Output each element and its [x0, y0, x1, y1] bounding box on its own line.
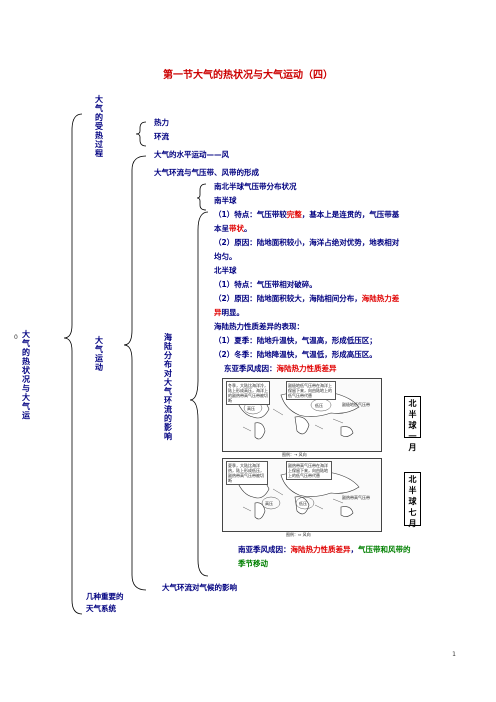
jul-note-1: 夏季，大陆比海洋热，陆上形成低压，副热带高气压带被切断 [226, 461, 268, 485]
winter-effect: （2）冬季：陆地降温快，气温低，形成高压区。 [214, 350, 377, 359]
root-topic: 大气的热状况与大气运 [22, 330, 30, 420]
heating-process: 大气的受热过程 [95, 95, 103, 158]
east-asia-monsoon: 东亚季风成因：海陆热力性质差异 [224, 364, 337, 373]
circulation-label: 环流 [154, 132, 169, 141]
wind-label: 大气的水平运动——风 [154, 150, 229, 159]
jul-high-label: 高压 [265, 500, 273, 506]
thermal-difference: 海陆热力性质差异的表现： [214, 322, 304, 331]
northern-feature: （1）特点：气压带相对破碎。 [214, 280, 317, 289]
jul-note-3: 副热带高气压带 [342, 495, 370, 500]
jan-note-2: 副极地低气压带在海洋上保留下来，向由陆地上的低气压带代替 [286, 381, 336, 400]
jul-low-label: 低压 [299, 500, 307, 506]
northern-hemisphere: 北半球 [214, 266, 237, 275]
distribution: 南北半球气压带分布状况 [214, 182, 297, 191]
southern-hemisphere: 南半球 [214, 196, 237, 205]
jan-low-label: 低压 [315, 402, 323, 408]
atmospheric-motion: 大气运动 [95, 336, 103, 372]
southern-reason: （2）原因：陆地面积较小，海洋占绝对优势，地表相对 [214, 238, 400, 247]
jul-map-label: 北半球七月 [404, 472, 421, 528]
jul-legend: 图例：⇨ 风向 [286, 532, 311, 537]
south-asia-monsoon-cont: 季节移动 [238, 559, 268, 568]
jul-note-2: 副热带高气压带在海洋上保留下来，向由陆地上的低气压带代替 [286, 461, 332, 480]
climate-influence: 大气环流对气候的影响 [162, 583, 237, 592]
jan-legend: 图例：→ 风向 [282, 452, 307, 457]
northern-reason-cont: 异明显。 [214, 308, 244, 317]
jan-map-label: 北半球一月 [404, 396, 421, 452]
page-title: 第一节大气的热状况与大气运动（四） [163, 70, 333, 81]
southern-reason-cont: 均匀。 [214, 252, 237, 261]
northern-reason: （2）原因：陆地面积较大，海陆相间分布，海陆热力差 [214, 294, 400, 303]
weather-systems-line1: 几种重要的 [86, 592, 124, 601]
jan-high-label: 高压 [247, 405, 255, 411]
southern-feature-cont: 本呈带状。 [214, 224, 252, 233]
heat-label: 热力 [154, 118, 169, 127]
south-asia-monsoon: 南亚季风成因：海陆热力性质差异，气压带和风带的 [238, 545, 411, 554]
jan-note-3: 副极地低气压带 [342, 402, 370, 407]
jan-note-1: 冬季，大陆比海洋冷，陆上形成高压，海洋上的副热带高气压带被切断 [226, 381, 270, 405]
root-marker: 0 [14, 334, 18, 341]
southern-feature: （1）特点：气压带较完整，基本上是连贯的，气压带基 [214, 210, 400, 219]
page-number: 1 [452, 651, 456, 658]
formation-label: 大气环流与气压带、风带的形成 [154, 168, 259, 177]
land-sea-influence: 海陆分布对大气环流的影响 [164, 333, 172, 441]
weather-systems-line2: 天气系统 [86, 604, 116, 613]
summer-effect: （1）夏季：陆地升温快，气温高，形成低压区； [214, 336, 377, 345]
